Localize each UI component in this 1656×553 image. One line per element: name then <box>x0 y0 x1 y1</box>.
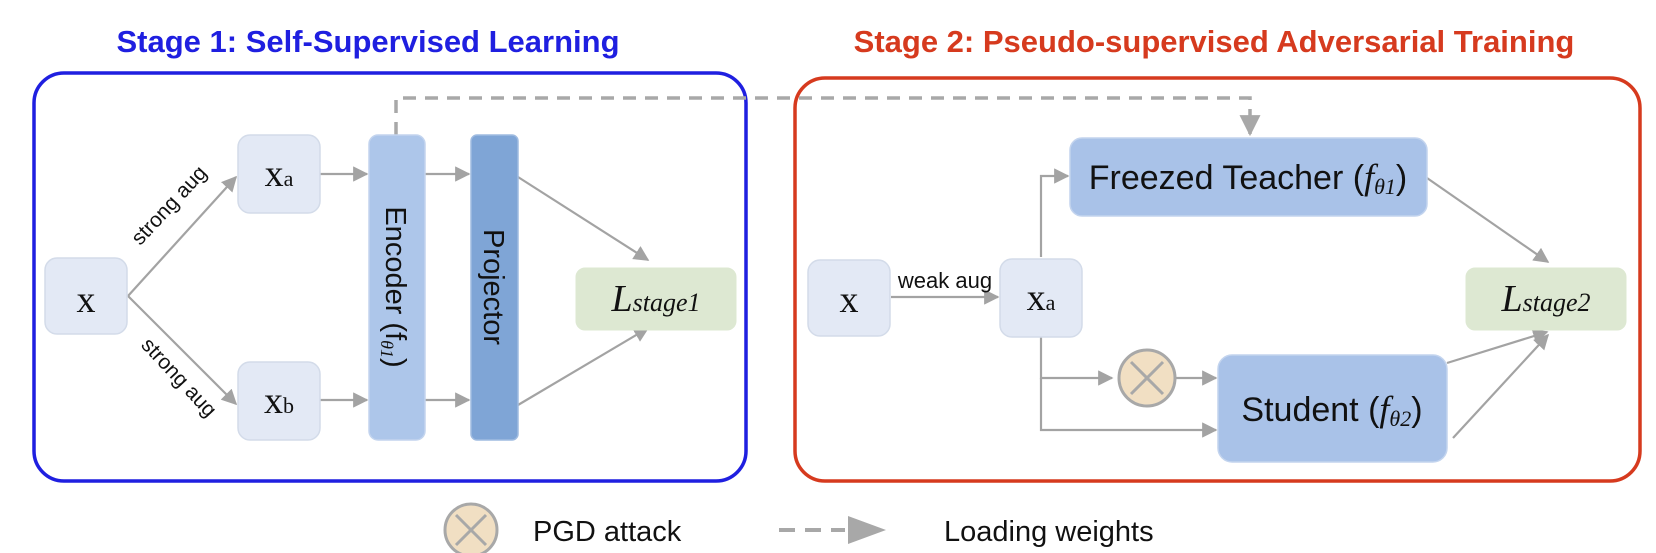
teacher-sub: θ1 <box>1374 174 1396 199</box>
legend-pgd-icon <box>443 502 499 553</box>
svg-text:Lstage2: Lstage2 <box>1500 278 1590 320</box>
stage1-input-label: x <box>77 279 96 321</box>
stage1-arrows <box>127 166 650 408</box>
encoder-sub: θ1 <box>377 340 397 358</box>
stage2-frame <box>793 76 1642 483</box>
stage1-xb-node: xb <box>237 361 321 441</box>
encoder-label: Encoder (f <box>379 206 411 341</box>
stage1-xa-base: x <box>265 153 284 195</box>
student-block: Student (fθ2) <box>1217 354 1448 463</box>
stage1-title: Stage 1: Self-Supervised Learning <box>116 24 619 59</box>
arrow-x-to-xa <box>127 175 238 297</box>
projector-block: Projector <box>470 134 519 441</box>
arrow-projector-to-loss-bottom <box>517 327 650 406</box>
encoder-block: Encoder (fθ1) <box>368 134 426 441</box>
stage2-input-label: x <box>840 279 859 321</box>
stage2-xa-node: xa <box>999 258 1083 338</box>
stage2-input-node: x <box>807 259 891 337</box>
projector-label: Projector <box>477 229 509 345</box>
arrow-xa-to-teacher <box>1039 168 1070 257</box>
stage2-arrows <box>891 168 1550 439</box>
stage1-xb-sub: b <box>283 393 294 418</box>
svg-text:xb: xb <box>264 380 294 422</box>
stage1-input-node: x <box>44 257 128 335</box>
stage1-loss-base: L <box>610 278 632 320</box>
legend: PGD attack Loading weights <box>443 502 1154 553</box>
stage1-aug-top-label: strong aug <box>127 161 212 249</box>
arrow-xa-to-student <box>1039 378 1218 438</box>
svg-text:Encoder (fθ1): Encoder (fθ1) <box>377 206 411 367</box>
arrow-x-to-xb <box>127 295 238 406</box>
stage1-xb-base: x <box>264 380 283 422</box>
legend-pgd-label: PGD attack <box>533 516 682 548</box>
student-sub: θ2 <box>1389 406 1411 431</box>
stage2-xa-sub: a <box>1046 290 1056 315</box>
stage2-xa-base: x <box>1027 277 1046 319</box>
legend-loading-arrow-icon <box>779 516 886 544</box>
student-close: ) <box>1411 391 1422 429</box>
stage1-frame <box>32 71 748 483</box>
svg-text:Freezed Teacher (fθ1): Freezed Teacher (fθ1) <box>1089 157 1407 199</box>
encoder-close: ) <box>379 358 411 368</box>
arrow-student-to-loss-top <box>1446 328 1549 365</box>
legend-loading-label: Loading weights <box>944 516 1154 548</box>
svg-text:xa: xa <box>265 153 294 195</box>
stage2-loss-base: L <box>1500 278 1522 320</box>
arrow-student-to-loss-bottom <box>1452 333 1550 439</box>
pgd-attack-node <box>1117 348 1177 408</box>
stage2-title: Stage 2: Pseudo-supervised Adversarial T… <box>854 24 1575 59</box>
arrow-projector-to-loss-top <box>517 176 650 261</box>
stage1-xa-sub: a <box>284 166 294 191</box>
stage2-loss-sub: stage2 <box>1523 288 1591 317</box>
stage1-xa-node: xa <box>237 134 321 214</box>
teacher-close: ) <box>1396 159 1407 197</box>
stage1-loss-node: Lstage1 <box>575 267 737 331</box>
teacher-label: Freezed Teacher ( <box>1089 159 1365 197</box>
arrow-xa-to-pgd <box>1039 337 1114 386</box>
stage1-loss-sub: stage1 <box>633 288 701 317</box>
stage2-aug-label: weak aug <box>897 268 992 293</box>
svg-text:Lstage1: Lstage1 <box>610 278 700 320</box>
stage2-loss-node: Lstage2 <box>1465 267 1627 331</box>
teacher-block: Freezed Teacher (fθ1) <box>1069 137 1428 217</box>
svg-text:xa: xa <box>1027 277 1056 319</box>
arrow-teacher-to-loss <box>1426 177 1550 263</box>
loading-weights-connector <box>394 96 1261 137</box>
student-label: Student ( <box>1241 391 1380 429</box>
